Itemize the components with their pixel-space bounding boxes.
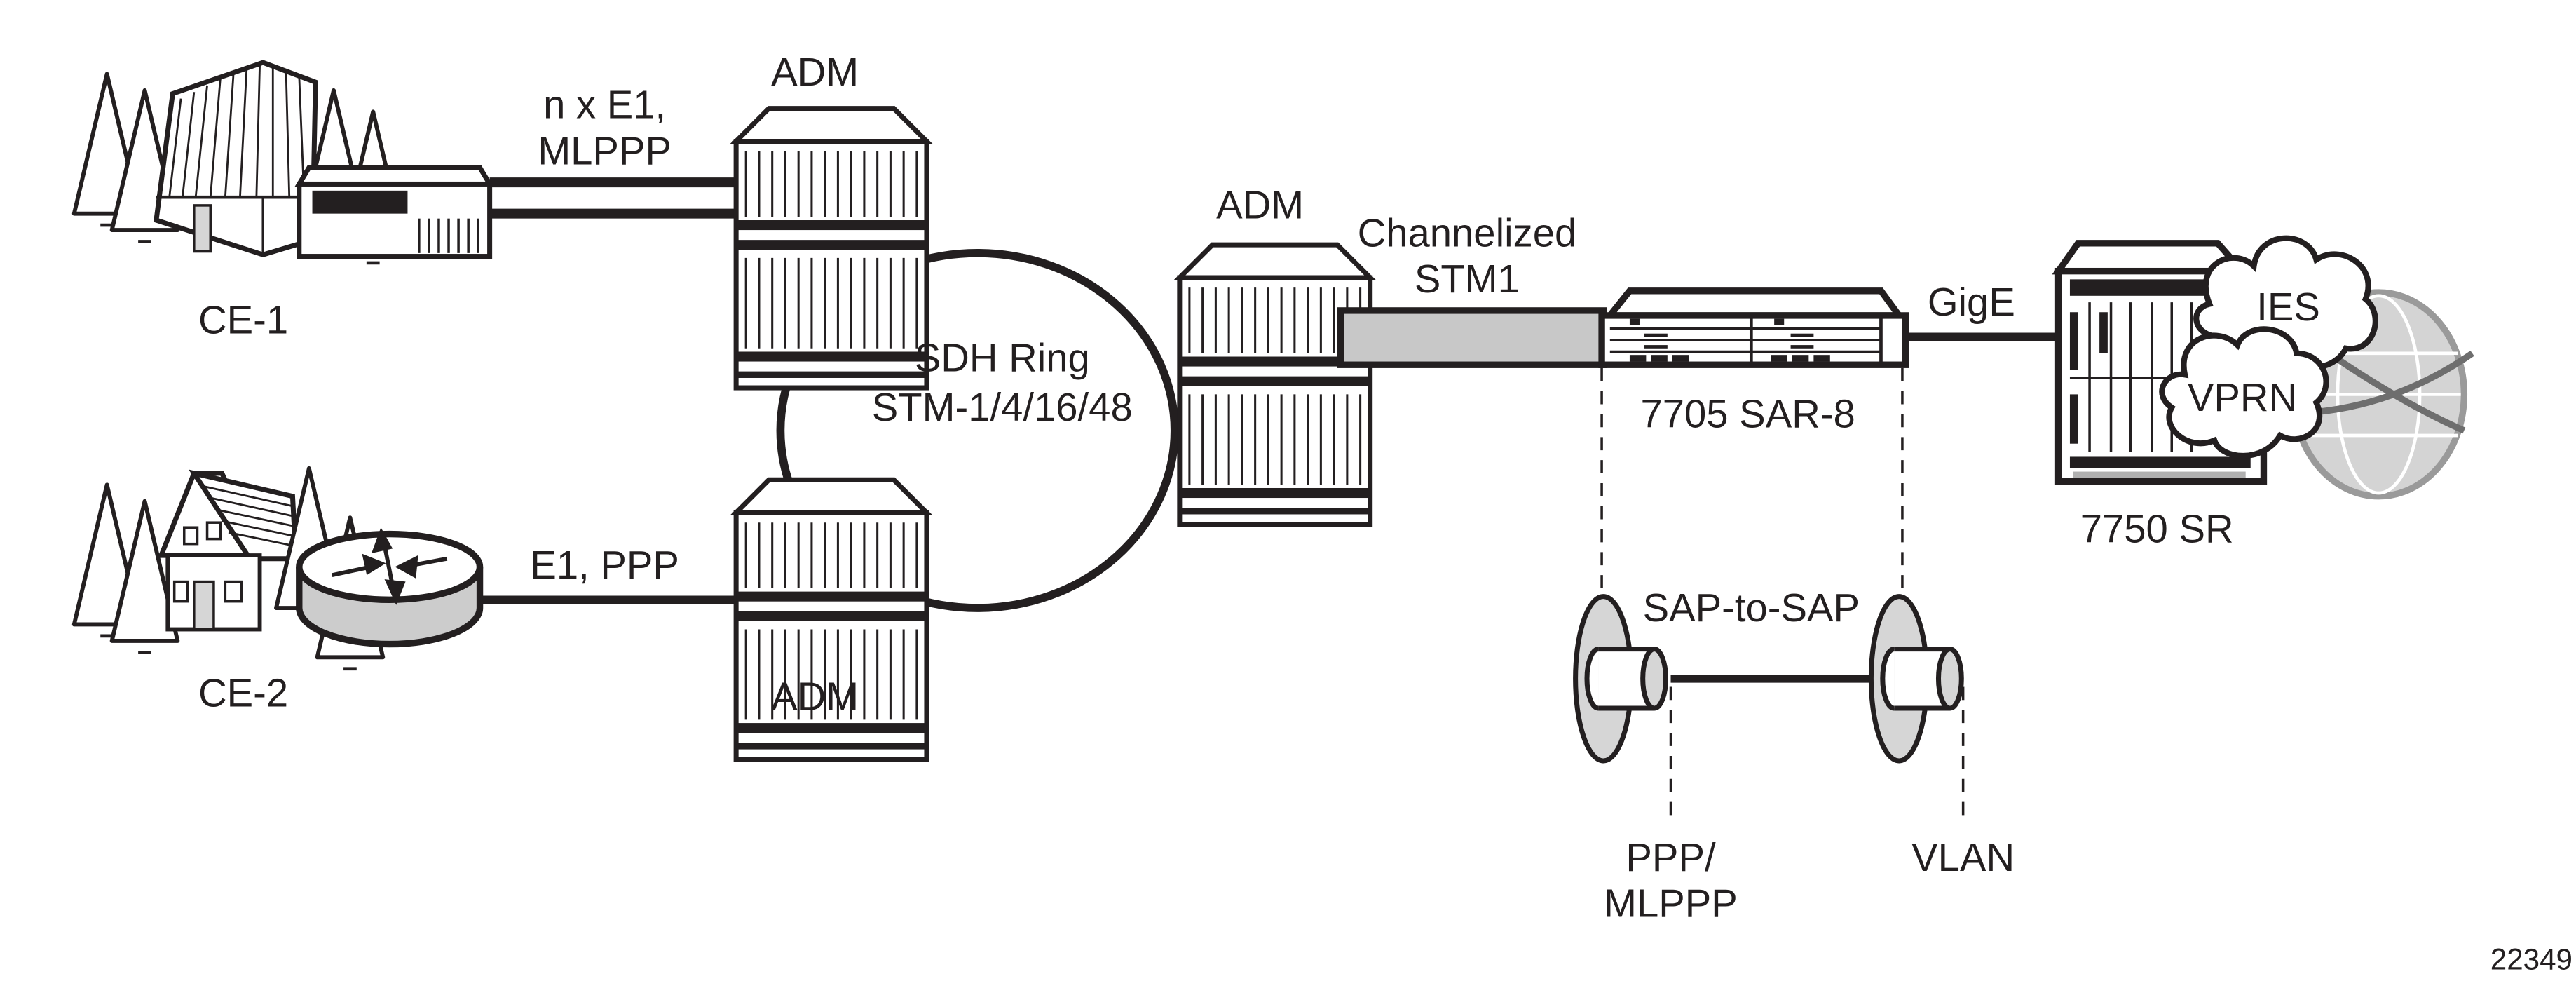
ies-label: IES [2256, 285, 2320, 329]
sr7750-label: 7750 SR [2080, 506, 2234, 550]
adm-top-label: ADM [771, 50, 859, 94]
ce2-router-icon [296, 527, 484, 648]
channelized-label-line1: Channelized [1358, 211, 1577, 255]
ce1-site: CE-1 [74, 60, 494, 342]
building-icon [154, 60, 318, 257]
ce1-label: CE-1 [198, 298, 288, 342]
sap-right-icon [1871, 597, 1961, 761]
sap-to-sap: SAP-to-SAP PPP/ MLPPP VLAN [1576, 586, 2015, 926]
stm1-link: Channelized STM1 [1337, 211, 1607, 368]
ring-label-line2: STM-1/4/16/48 [872, 385, 1133, 429]
ce2-site: CE-2 [74, 468, 484, 715]
vprn-label: VPRN [2188, 375, 2297, 419]
adm-right: ADM [1180, 183, 1370, 525]
adm-right-label: ADM [1216, 183, 1304, 227]
sap-right-label: VLAN [1911, 835, 2015, 879]
sar8-device: 7705 SAR-8 [1598, 287, 1909, 435]
gige-label: GigE [1928, 280, 2015, 324]
ce2-link-label: E1, PPP [530, 543, 679, 587]
sdh-ring [776, 249, 1179, 612]
gige-link: GigE [1905, 280, 2059, 341]
figure-id: 22349 [2490, 943, 2572, 976]
vprn-cloud: VPRN [2159, 326, 2329, 459]
sap-left-label-line1: PPP/ [1626, 835, 1716, 879]
ring-label-line1: SDH Ring [915, 336, 1090, 380]
house-icon [157, 469, 299, 632]
adm-top: ADM [736, 50, 927, 388]
ce1-link: n x E1, MLPPP [489, 83, 737, 219]
sap-to-sap-label: SAP-to-SAP [1643, 586, 1860, 630]
sar8-label: 7705 SAR-8 [1640, 391, 1855, 435]
adm-bottom-label: ADM [771, 674, 859, 718]
ce2-label: CE-2 [198, 671, 288, 715]
ce1-link-label-line2: MLPPP [538, 128, 672, 172]
ce1-link-label-line1: n x E1, [543, 83, 666, 127]
ce1-modem-icon [294, 165, 494, 259]
sap-left-label-line2: MLPPP [1604, 881, 1738, 926]
adm-icon [1180, 245, 1370, 524]
adm-icon [736, 109, 927, 388]
channelized-label-line2: STM1 [1415, 257, 1520, 301]
ce2-link: E1, PPP [479, 543, 737, 604]
adm-bottom: ADM [736, 480, 927, 759]
